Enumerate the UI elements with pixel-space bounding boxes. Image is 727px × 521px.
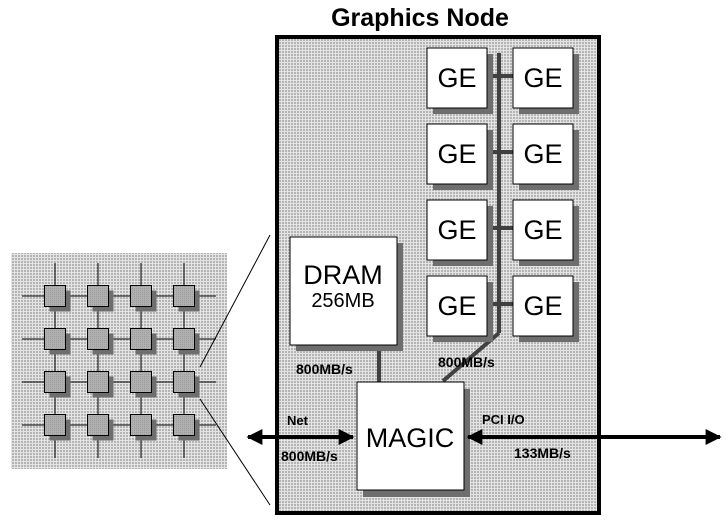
- ge-box: [426, 199, 488, 261]
- ge-unit: GE: [426, 199, 493, 266]
- ge-box: [426, 275, 488, 337]
- mesh-node: [87, 371, 114, 398]
- mesh-node-box: [44, 371, 66, 393]
- mesh-network: [11, 253, 227, 469]
- ge-label: GE: [437, 63, 476, 93]
- mesh-node: [130, 328, 157, 355]
- ge-label: GE: [523, 215, 562, 245]
- mesh-node-box: [173, 328, 195, 350]
- mesh-node-box: [130, 414, 152, 436]
- mesh-node-box: [44, 285, 66, 307]
- ge-box: [512, 199, 574, 261]
- ge-label: GE: [437, 215, 476, 245]
- zoom-line-bottom: [199, 398, 271, 506]
- mesh-node-box: [173, 371, 195, 393]
- dram-box: [289, 236, 398, 346]
- ge-unit: GE: [512, 123, 579, 190]
- ge-box: [512, 275, 574, 337]
- ge-label: GE: [523, 291, 562, 321]
- mesh-node: [130, 371, 157, 398]
- ge-label: GE: [437, 139, 476, 169]
- net-bandwidth: 800MB/s: [281, 448, 338, 464]
- ge-bus-bandwidth: 800MB/s: [438, 354, 495, 370]
- magic-block: MAGIC: [356, 381, 470, 497]
- dram-block: DRAM 256MB: [289, 236, 403, 351]
- mesh-node: [173, 371, 200, 398]
- mesh-node: [173, 328, 200, 355]
- ge-unit: GE: [426, 47, 493, 114]
- mesh-node-box: [87, 414, 109, 436]
- ge-label: GE: [523, 139, 562, 169]
- mesh-node: [173, 285, 200, 312]
- ge-box: [426, 47, 488, 109]
- mesh-node-box: [130, 285, 152, 307]
- ge-unit: GE: [426, 275, 493, 342]
- mesh-node: [87, 414, 114, 441]
- ge-label: GE: [523, 63, 562, 93]
- ge-box: [426, 123, 488, 185]
- dram-bandwidth: 800MB/s: [296, 361, 353, 377]
- ge-label: GE: [437, 291, 476, 321]
- mesh-node-box: [44, 328, 66, 350]
- ge-box: [512, 123, 574, 185]
- ge-unit: GE: [512, 275, 579, 342]
- dram-label: DRAM: [303, 260, 383, 290]
- mesh-node: [44, 414, 71, 441]
- mesh-node-box: [130, 371, 152, 393]
- geometry-engines: GE GE GE GE GE GE GE GE: [426, 47, 579, 342]
- mesh-node-box: [44, 414, 66, 436]
- mesh-node: [44, 371, 71, 398]
- mesh-node: [44, 328, 71, 355]
- zoom-line-top: [199, 234, 271, 368]
- mesh-nodes: [44, 285, 200, 441]
- dram-capacity: 256MB: [311, 290, 374, 312]
- mesh-node-box: [87, 371, 109, 393]
- mesh-node-box: [87, 328, 109, 350]
- pci-io-label: PCI I/O: [482, 412, 525, 427]
- mesh-node-box: [173, 285, 195, 307]
- ge-unit: GE: [512, 199, 579, 266]
- net-label: Net: [287, 413, 309, 428]
- mesh-node: [130, 414, 157, 441]
- mesh-node: [130, 285, 157, 312]
- ge-unit: GE: [426, 123, 493, 190]
- magic-label: MAGIC: [366, 423, 455, 453]
- mesh-node-box: [87, 285, 109, 307]
- mesh-node: [87, 285, 114, 312]
- diagram-title: Graphics Node: [331, 4, 509, 32]
- mesh-node: [173, 414, 200, 441]
- pci-io-bandwidth: 133MB/s: [514, 445, 571, 461]
- ge-unit: GE: [512, 47, 579, 114]
- magic-box: [356, 381, 465, 491]
- mesh-node: [44, 285, 71, 312]
- mesh-node: [87, 328, 114, 355]
- ge-box: [512, 47, 574, 109]
- mesh-node-box: [173, 414, 195, 436]
- mesh-node-box: [130, 328, 152, 350]
